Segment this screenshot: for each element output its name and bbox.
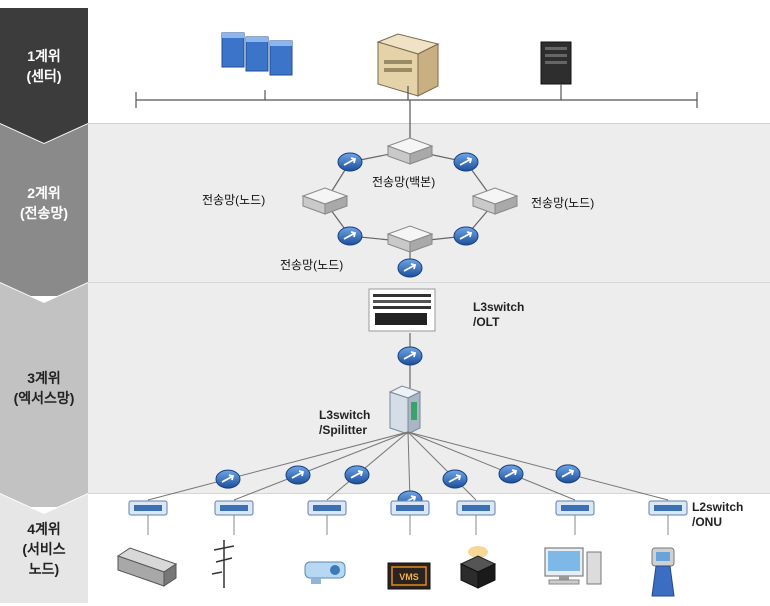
onu-label: L2switch /ONU (692, 500, 744, 529)
fanout-link (326, 431, 409, 501)
tier4-tab-shape (0, 494, 88, 603)
node-right-label: 전송망(노드) (531, 196, 595, 210)
tier4-tab: 4계위 (서비스 노드) (0, 494, 88, 603)
kiosk-icon (651, 547, 675, 597)
olt-label: L3switch /OLT (473, 300, 525, 329)
tier3-tab: 3계위 (엑서스망) (0, 283, 88, 507)
onu-device-icon (390, 500, 430, 516)
onu-device-icon (555, 500, 595, 516)
tier1-tab-shape (0, 8, 88, 143)
mainframe-server-icon (376, 33, 440, 97)
fanout-link (147, 431, 409, 501)
tier1-tab: 1계위 (센터) (0, 8, 88, 143)
tier1-label: 1계위 (센터) (26, 47, 62, 84)
fanout-link (407, 431, 669, 501)
onu-device-icon (307, 500, 347, 516)
sensor-chip-icon (459, 546, 497, 589)
fanout-link (407, 431, 477, 501)
node-left-label: 전송망(노드) (202, 193, 266, 207)
fanout-router-icon (344, 464, 370, 485)
backbone-label: 전송망(백본) (372, 175, 436, 189)
onu-device-icon (214, 500, 254, 516)
olt-switch-icon (368, 288, 436, 332)
cctv-box-camera-icon (116, 547, 178, 587)
fanout-router-icon (285, 465, 311, 485)
splitter-server-icon (388, 385, 422, 435)
onu-device-icon (648, 500, 688, 516)
rack-server-icon (540, 41, 572, 85)
fanout-router-icon (442, 469, 468, 489)
vms-text: VMS (399, 572, 419, 582)
dome-camera-icon (304, 561, 346, 584)
tier2-tab-shape (0, 124, 88, 296)
ring-router-icon (337, 152, 479, 278)
onu-devices (128, 500, 688, 535)
node-bottom-label: 전송망(노드) (280, 258, 344, 272)
tier2-label: 2계위 (전송망) (20, 185, 68, 221)
onu-device-icon (456, 500, 496, 516)
fanout-link (407, 431, 411, 501)
transmission-node-icon (302, 137, 518, 253)
tier2-tab: 2계위 (전송망) (0, 124, 88, 296)
splitter-label: L3switch /Spilitter (319, 408, 371, 437)
tier4-label: 4계위 (서비스 노드) (22, 520, 66, 577)
fanout-router-icon (555, 463, 581, 484)
fanout-link (407, 431, 576, 501)
vms-display-icon: VMS (387, 562, 431, 590)
fanout-router-icon (498, 464, 524, 484)
tier3-label: 3계위 (엑서스망) (13, 370, 75, 406)
fanout-link (233, 431, 409, 501)
pole-sensor-icon (211, 540, 235, 588)
tier3-tab-shape (0, 283, 88, 507)
storage-server-icon (221, 32, 293, 76)
fanout-router-icon (215, 469, 241, 489)
desktop-computer-icon (544, 547, 602, 585)
splitter-fanout (147, 431, 669, 501)
onu-device-icon (128, 500, 168, 516)
access-router-icon (397, 346, 423, 366)
